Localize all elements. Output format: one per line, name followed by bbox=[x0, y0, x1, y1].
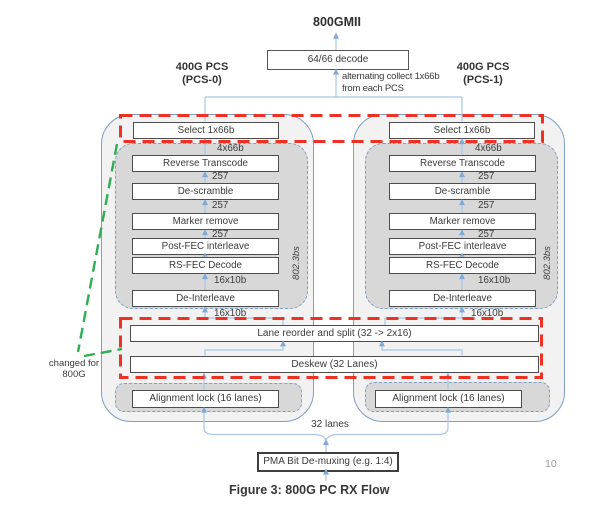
pcs0-block-rs-fec-decode: RS-FEC Decode bbox=[132, 257, 279, 274]
block-label: Post-FEC interleave bbox=[418, 240, 507, 252]
deskew-label: Deskew (32 Lanes) bbox=[291, 358, 378, 370]
block-label: Reverse Transcode bbox=[420, 157, 505, 169]
pcs1-select-label: Select 1x66b bbox=[433, 124, 491, 136]
pcs1-select-box: Select 1x66b bbox=[389, 122, 535, 139]
pcs0-standard-tag: 802.3bs bbox=[291, 246, 302, 280]
changed-annotation-line2: 800G bbox=[62, 369, 86, 380]
pcs0-header: 400G PCS (PCS-0) bbox=[162, 61, 242, 86]
pcs1-block-rs-fec-decode: RS-FEC Decode bbox=[389, 257, 536, 274]
pcs0-select-label: Select 1x66b bbox=[177, 124, 235, 136]
pcs1-block-post-fec-interleave: Post-FEC interleave bbox=[389, 238, 536, 255]
pcs1-block-reverse-transcode: Reverse Transcode bbox=[389, 155, 536, 172]
page-number: 10 bbox=[545, 458, 557, 470]
pcs0-gap-label-257c: 257 bbox=[212, 228, 229, 240]
block-label: De-scramble bbox=[434, 185, 491, 197]
pcs0-input-label: 16x10b bbox=[214, 307, 247, 319]
block-label: RS-FEC Decode bbox=[169, 259, 242, 271]
lanes-count-label: 32 lanes bbox=[311, 419, 349, 430]
pcs1-gap-label-257a: 257 bbox=[478, 171, 495, 182]
pcs1-standard-tag: 802.3bs bbox=[542, 246, 553, 280]
alignment-label: Alignment lock (16 lanes) bbox=[392, 392, 505, 404]
pcs1-gap-label-257c: 257 bbox=[478, 228, 495, 240]
pcs0-block-marker-remove: Marker remove bbox=[132, 213, 279, 230]
block-label: De-Interleave bbox=[176, 292, 235, 304]
pcs0-select-in-label: 4x66b bbox=[217, 143, 244, 154]
changed-annotation: changed for 800G bbox=[34, 358, 114, 380]
pcs1-input-label: 16x10b bbox=[471, 307, 504, 319]
block-label: Marker remove bbox=[429, 215, 496, 227]
pcs1-gap-label-16x10b: 16x10b bbox=[478, 275, 511, 286]
pcs0-block-post-fec-interleave: Post-FEC interleave bbox=[132, 238, 279, 255]
pcs1-select-in-label: 4x66b bbox=[475, 143, 502, 154]
block-label: Marker remove bbox=[172, 215, 239, 227]
pcs1-block-de-scramble: De-scramble bbox=[389, 183, 536, 200]
block-label: Post-FEC interleave bbox=[161, 240, 250, 252]
pcs1-block-de-interleave: De-Interleave bbox=[389, 290, 536, 307]
collect-note: alternating collect 1x66b from each PCS bbox=[342, 71, 440, 95]
pcs0-header-line1: 400G PCS bbox=[175, 61, 229, 73]
block-label: Reverse Transcode bbox=[163, 157, 248, 169]
pcs0-gap-label-16x10b: 16x10b bbox=[214, 275, 247, 286]
lane-reorder-box: Lane reorder and split (32 -> 2x16) bbox=[130, 325, 539, 342]
pcs0-gap-label-257a: 257 bbox=[212, 171, 229, 182]
pcs0-header-line2: (PCS-0) bbox=[182, 73, 222, 86]
figure-caption: Figure 3: 800G PC RX Flow bbox=[229, 483, 390, 497]
decode-box-label: 64/66 decode bbox=[307, 54, 369, 65]
lane-reorder-label: Lane reorder and split (32 -> 2x16) bbox=[257, 327, 412, 339]
pcs0-select-box: Select 1x66b bbox=[133, 122, 279, 139]
block-label: De-Interleave bbox=[433, 292, 492, 304]
pma-label: PMA Bit De-muxing (e.g. 1:4) bbox=[263, 455, 393, 467]
pma-box: PMA Bit De-muxing (e.g. 1:4) bbox=[257, 452, 399, 472]
pcs1-block-marker-remove: Marker remove bbox=[389, 213, 536, 230]
pcs1-header-line1: 400G PCS bbox=[456, 61, 510, 73]
pcs0-block-de-interleave: De-Interleave bbox=[132, 290, 279, 307]
deskew-box: Deskew (32 Lanes) bbox=[130, 356, 539, 373]
block-label: RS-FEC Decode bbox=[426, 259, 499, 271]
pcs0-block-reverse-transcode: Reverse Transcode bbox=[132, 155, 279, 172]
collect-note-line2: from each PCS bbox=[342, 83, 404, 94]
pcs0-block-de-scramble: De-scramble bbox=[132, 183, 279, 200]
pcs1-gap-label-257b: 257 bbox=[478, 200, 495, 211]
pcs1-header-line2: (PCS-1) bbox=[463, 73, 503, 86]
collect-note-line1: alternating collect 1x66b bbox=[342, 71, 440, 82]
mii-label: 800GMII bbox=[313, 15, 361, 29]
alignment-label: Alignment lock (16 lanes) bbox=[149, 392, 262, 404]
pcs0-alignment-box: Alignment lock (16 lanes) bbox=[132, 390, 279, 408]
decode-box: 64/66 decode bbox=[267, 50, 409, 70]
block-label: De-scramble bbox=[177, 185, 234, 197]
changed-annotation-line1: changed for bbox=[48, 358, 100, 369]
pcs1-alignment-box: Alignment lock (16 lanes) bbox=[375, 390, 522, 408]
pcs0-gap-label-257b: 257 bbox=[212, 200, 229, 211]
pcs1-header: 400G PCS (PCS-1) bbox=[443, 61, 523, 86]
